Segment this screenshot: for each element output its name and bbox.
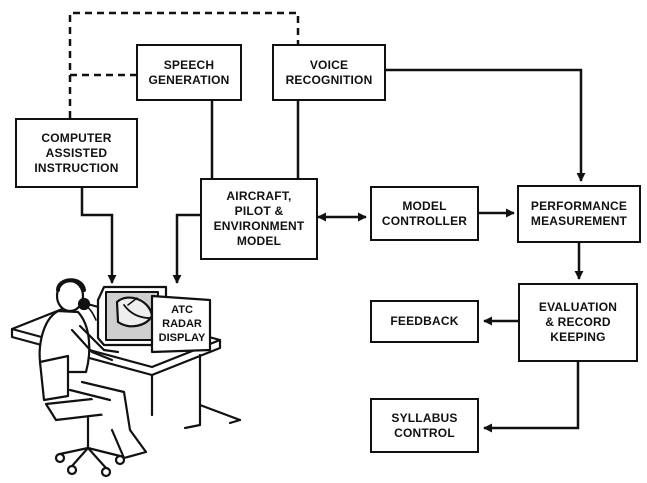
trainee-at-workstation-illustration: [10, 278, 242, 478]
voice-recognition-box: VOICE RECOGNITION: [272, 44, 386, 101]
arrow-cai-to-display: [80, 188, 117, 284]
computer-assisted-instruction-box: COMPUTER ASSISTED INSTRUCTION: [15, 118, 138, 188]
model-controller-box: MODEL CONTROLLER: [370, 186, 479, 241]
atc-radar-display-label: ATC RADAR DISPLAY: [158, 304, 206, 344]
aircraft-pilot-environment-model-box: AIRCRAFT, PILOT & ENVIRONMENT MODEL: [200, 178, 318, 260]
arrow-model-to-display: [172, 213, 200, 284]
arrow-voice-to-performance: [359, 68, 586, 182]
feedback-box: FEEDBACK: [370, 300, 479, 343]
performance-measurement-box: PERFORMANCE MEASUREMENT: [517, 185, 641, 243]
arrow-evaluation-to-syllabus: [483, 362, 580, 433]
speech-generation-box: SPEECH GENERATION: [136, 44, 242, 101]
dashed-link-cai-to-voice: [68, 11, 300, 118]
syllabus-control-box: SYLLABUS CONTROL: [370, 398, 479, 453]
evaluation-record-keeping-box: EVALUATION & RECORD KEEPING: [518, 283, 638, 362]
